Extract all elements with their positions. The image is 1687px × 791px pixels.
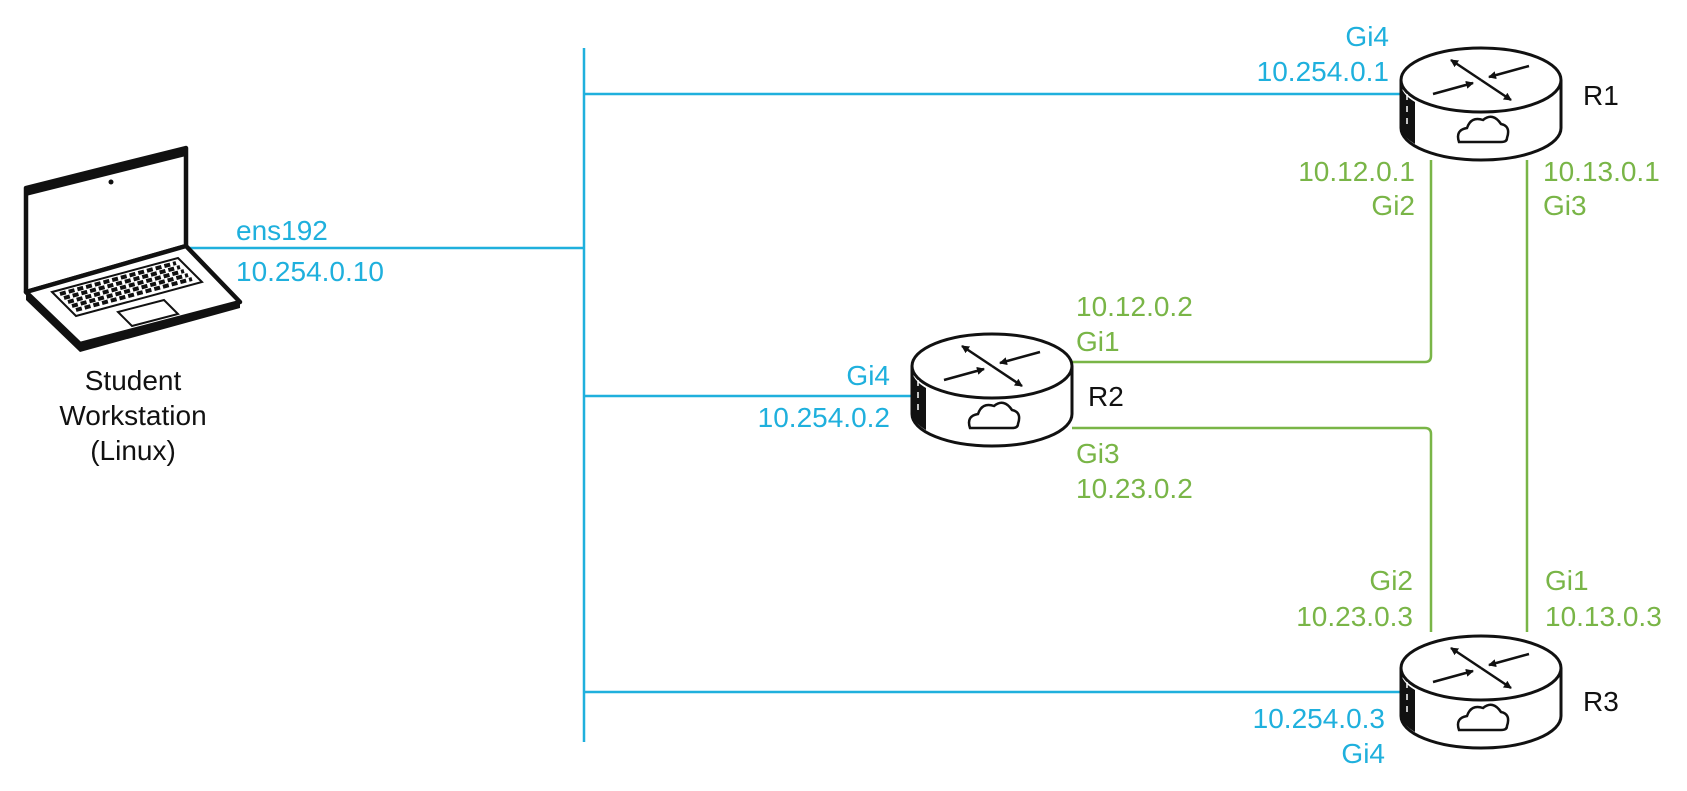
laptop-icon bbox=[23, 145, 243, 352]
workstation-name-line2: Workstation bbox=[59, 400, 206, 431]
r3-mgmt-ip: 10.254.0.3 bbox=[1253, 703, 1385, 734]
r1-gi3-ip: 10.13.0.1 bbox=[1543, 156, 1660, 187]
router-r3 bbox=[1401, 636, 1561, 748]
management-network bbox=[186, 48, 1401, 742]
r2-name: R2 bbox=[1088, 381, 1124, 412]
workstation-ip: 10.254.0.10 bbox=[236, 256, 384, 287]
workstation-name-line1: Student bbox=[85, 365, 182, 396]
r1-gi2-ip: 10.12.0.1 bbox=[1298, 156, 1415, 187]
r2-r3-link bbox=[1072, 426, 1433, 632]
r2-gi3-ip: 10.23.0.2 bbox=[1076, 473, 1193, 504]
router-icon bbox=[1401, 636, 1561, 748]
r3-gi2-interface: Gi2 bbox=[1369, 565, 1413, 596]
router-icon bbox=[1401, 48, 1561, 160]
router-r1 bbox=[1401, 48, 1561, 160]
r2-gi1-interface: Gi1 bbox=[1076, 326, 1120, 357]
workstation-name-line3: (Linux) bbox=[90, 435, 176, 466]
r1-gi2-interface: Gi2 bbox=[1371, 190, 1415, 221]
r1-gi3-interface: Gi3 bbox=[1543, 190, 1587, 221]
r1-mgmt-interface: Gi4 bbox=[1345, 21, 1389, 52]
r2-mgmt-interface: Gi4 bbox=[846, 360, 890, 391]
r3-gi2-ip: 10.23.0.3 bbox=[1296, 601, 1413, 632]
r2-gi3-interface: Gi3 bbox=[1076, 438, 1120, 469]
r3-gi1-ip: 10.13.0.3 bbox=[1545, 601, 1662, 632]
r2-gi1-ip: 10.12.0.2 bbox=[1076, 291, 1193, 322]
workstation-interface: ens192 bbox=[236, 215, 328, 246]
router-r2 bbox=[912, 334, 1072, 446]
router-links bbox=[1072, 160, 1529, 632]
router-icon bbox=[912, 334, 1072, 446]
r1-mgmt-ip: 10.254.0.1 bbox=[1257, 56, 1389, 87]
r1-r2-link bbox=[1072, 160, 1433, 364]
r3-gi1-interface: Gi1 bbox=[1545, 565, 1589, 596]
r3-name: R3 bbox=[1583, 686, 1619, 717]
r2-mgmt-ip: 10.254.0.2 bbox=[758, 402, 890, 433]
r1-name: R1 bbox=[1583, 80, 1619, 111]
r3-mgmt-interface: Gi4 bbox=[1341, 738, 1385, 769]
